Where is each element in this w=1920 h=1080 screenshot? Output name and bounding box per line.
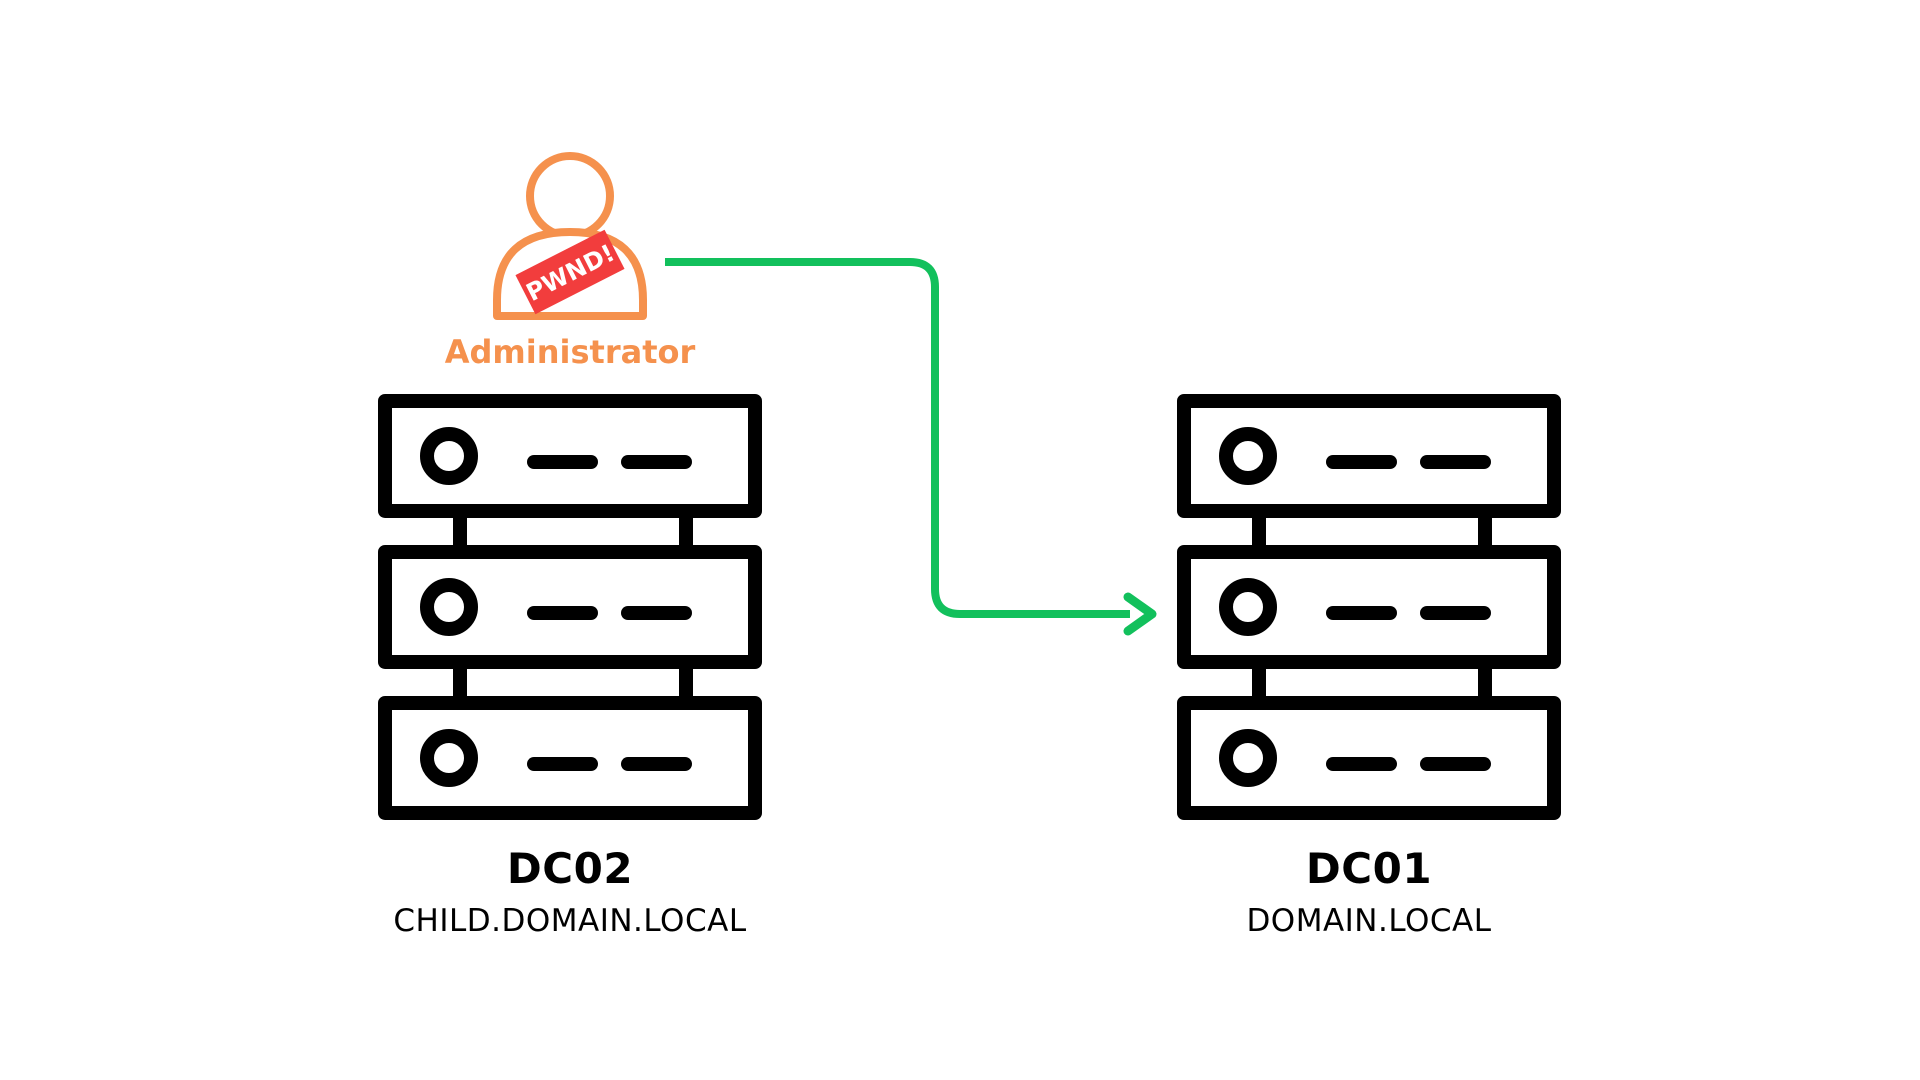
server-name-dc01: DC01 [1305,844,1433,893]
escalation-arrow [665,258,1157,636]
server-unit [1177,696,1561,820]
pwnd-badge-background [515,229,625,315]
server-unit [1177,545,1561,669]
server-power-icon [1219,578,1277,636]
server-unit [1177,394,1561,518]
server-power-icon [420,578,478,636]
server-rack-icon-dc01 [1177,394,1561,820]
server-unit [378,394,762,518]
user-head [526,152,614,240]
server-rack-icon-dc02 [378,394,762,820]
user-icon: PWND! [493,152,647,320]
user-label: Administrator [444,333,696,371]
server-power-icon [420,427,478,485]
server-power-icon [1219,427,1277,485]
server-unit [378,696,762,820]
server-unit [378,545,762,669]
server-name-dc02: DC02 [506,844,634,893]
server-domain-dc02: CHILD.DOMAIN.LOCAL [393,903,747,939]
server-domain-dc01: DOMAIN.LOCAL [1246,903,1492,939]
arrow-line [665,258,1130,618]
arrow-right-icon [1123,592,1157,636]
server-power-icon [1219,729,1277,787]
server-power-icon [420,729,478,787]
